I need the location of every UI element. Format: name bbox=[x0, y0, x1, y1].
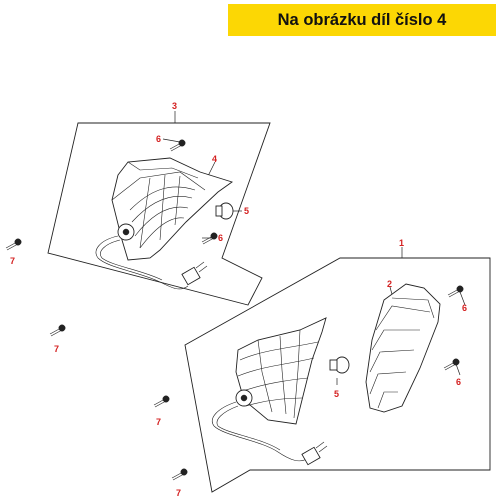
part-number-banner: Na obrázku díl číslo 4 bbox=[228, 4, 496, 36]
lower-lens-cover bbox=[365, 283, 441, 413]
lower-screw-b bbox=[443, 358, 460, 371]
callout-3: 3 bbox=[172, 101, 177, 111]
callout-7-c: 7 bbox=[156, 417, 161, 427]
lower-assembly-frame bbox=[184, 257, 491, 493]
callout-1: 1 bbox=[399, 238, 404, 248]
lower-screw-a bbox=[447, 285, 464, 298]
loose-screw-b bbox=[49, 324, 66, 337]
loose-screw-c bbox=[153, 395, 170, 408]
upper-bulb bbox=[215, 202, 234, 220]
lower-bulb bbox=[329, 356, 350, 374]
callout-6-lower-b: 6 bbox=[456, 377, 461, 387]
upper-screw-a bbox=[169, 139, 186, 152]
callout-6-upper-a: 6 bbox=[156, 134, 161, 144]
callout-6-upper-b: 6 bbox=[218, 233, 223, 243]
loose-screw-a bbox=[5, 238, 22, 251]
callout-7-d: 7 bbox=[176, 488, 181, 498]
loose-screw-d bbox=[171, 468, 188, 481]
callout-5-upper: 5 bbox=[244, 206, 249, 216]
callout-2: 2 bbox=[387, 279, 392, 289]
callout-4: 4 bbox=[212, 154, 217, 164]
upper-screw-b bbox=[201, 232, 218, 245]
upper-turn-signal-lamp bbox=[95, 157, 233, 290]
callout-7-b: 7 bbox=[54, 344, 59, 354]
upper-assembly-frame bbox=[47, 122, 271, 306]
callout-6-lower-a: 6 bbox=[462, 303, 467, 313]
lower-turn-signal-lamp bbox=[212, 317, 328, 466]
callout-5-lower: 5 bbox=[334, 389, 339, 399]
callout-7-a: 7 bbox=[10, 256, 15, 266]
